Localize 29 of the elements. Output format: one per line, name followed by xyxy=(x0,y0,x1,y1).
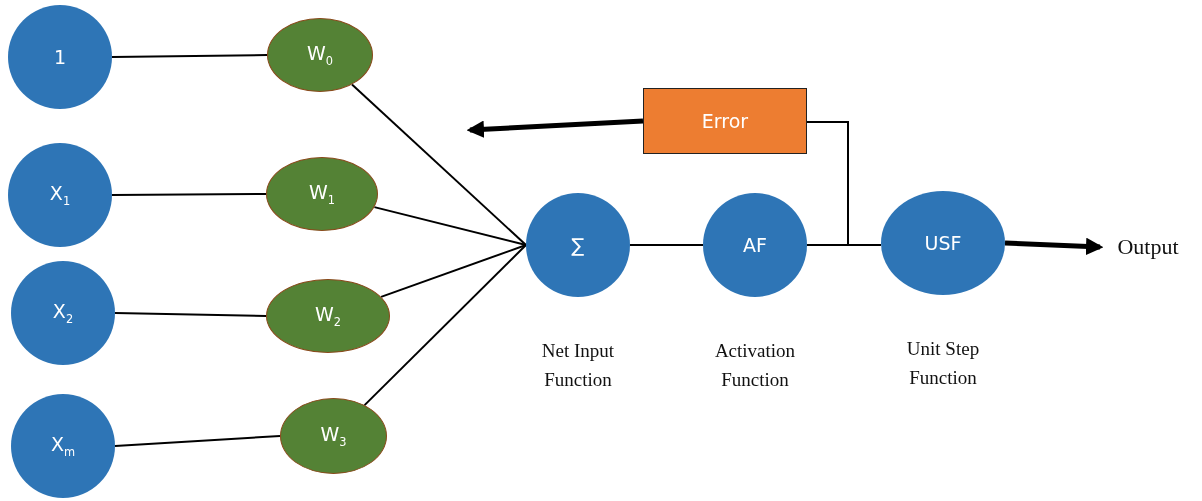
connector-line xyxy=(629,244,704,246)
connector-line xyxy=(114,312,267,317)
connector-line xyxy=(351,83,527,246)
node-label: X$_{1}$ xyxy=(49,182,71,208)
connector-line xyxy=(806,121,849,246)
node-label: X$_{2}$ xyxy=(52,300,74,326)
error-box xyxy=(643,88,807,154)
node-label: W$_{3}$ xyxy=(320,423,347,449)
function-caption: Net Input Function xyxy=(540,339,616,392)
output-label: Output xyxy=(1100,231,1196,263)
connector-line xyxy=(111,193,267,196)
node-label: 1 xyxy=(53,46,67,68)
function-caption: Unit Step Function xyxy=(905,337,981,390)
connector-line xyxy=(373,206,527,246)
node-label: X$_{m}$ xyxy=(50,433,76,459)
node-label: W$_{2}$ xyxy=(314,303,341,329)
node-label: W$_{0}$ xyxy=(306,42,333,68)
node-label: W$_{1}$ xyxy=(308,181,335,207)
connector-line xyxy=(114,435,281,447)
connector-line xyxy=(380,244,527,298)
arrow xyxy=(1004,237,1104,256)
function-caption: Activation Function xyxy=(713,339,797,392)
connector-line xyxy=(363,244,527,407)
node-label: AF xyxy=(743,234,767,256)
node-label: ∑ xyxy=(571,234,585,256)
node-label: Error xyxy=(701,110,749,132)
connector-line xyxy=(111,54,268,58)
arrow xyxy=(466,118,644,138)
node-label: USF xyxy=(924,232,962,254)
